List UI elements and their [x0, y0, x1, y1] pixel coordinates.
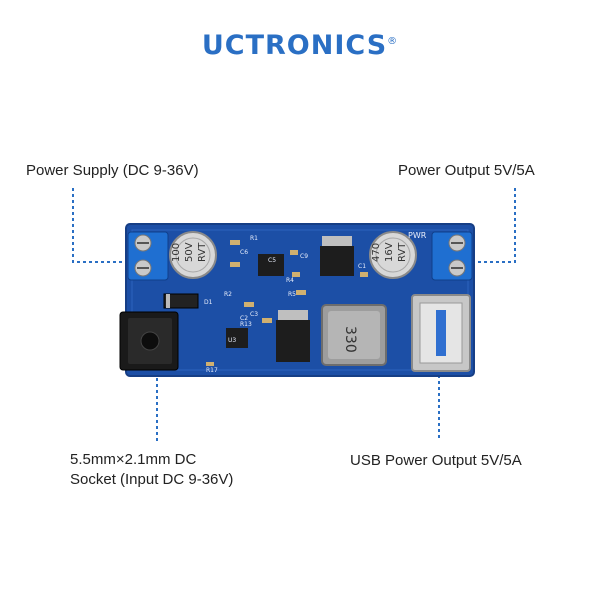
ref-designator: R5 — [288, 291, 296, 298]
leader-power-supply — [72, 188, 128, 263]
cap2-label-2: 16V — [384, 242, 395, 262]
label-dc-socket-line1: 5.5mm×2.1mm DC — [70, 451, 197, 468]
capacitor-2: 470 16V RVT — [369, 231, 417, 279]
ref-designator: C1 — [358, 263, 366, 270]
cap1-label-1: 100 — [171, 243, 182, 262]
input-terminal — [127, 231, 169, 281]
ref-designator: D1 — [204, 299, 213, 306]
cap1-label-2: 50V — [184, 242, 195, 262]
label-dc-socket-line2: Socket (Input DC 9-36V) — [70, 471, 234, 488]
pcb-board: 100 50V RVT 470 16V RVT PWR — [119, 223, 475, 377]
inductor: 330 — [321, 304, 387, 366]
ref-designator: C3 — [250, 311, 258, 318]
ref-designator: U3 — [228, 337, 236, 344]
ref-designator: R2 — [224, 291, 232, 298]
ref-designator: R1 — [250, 235, 258, 242]
mosfet-bottom — [276, 310, 310, 362]
label-usb-output: USB Power Output 5V/5A — [350, 452, 522, 469]
brand-name: UCTRONICS — [201, 30, 388, 61]
ref-designator: C2 — [240, 315, 248, 322]
pwr-label: PWR — [408, 231, 427, 240]
mosfet-top — [320, 236, 354, 276]
output-terminal — [431, 231, 473, 281]
ref-designator: R4 — [286, 277, 294, 284]
ref-designator: C5 — [268, 257, 276, 264]
ref-designator: R17 — [206, 367, 218, 374]
cap2-label-3: RVT — [397, 242, 408, 262]
cap1-label-3: RVT — [197, 242, 208, 262]
ic-u3 — [226, 328, 248, 348]
diode-d1 — [163, 293, 199, 309]
registered-mark: ® — [387, 36, 399, 47]
label-power-supply: Power Supply (DC 9-36V) — [26, 162, 199, 179]
brand-logo: UCTRONICS® — [0, 30, 600, 61]
usb-port — [411, 294, 471, 372]
ref-designator: R13 — [240, 321, 252, 328]
ref-designator: C9 — [300, 253, 308, 260]
smd-parts — [206, 240, 368, 366]
dc-barrel-jack — [119, 311, 179, 371]
inductor-label: 330 — [342, 326, 358, 353]
cap2-label-1: 470 — [371, 243, 382, 262]
ref-designator: C6 — [240, 249, 248, 256]
label-power-output: Power Output 5V/5A — [398, 162, 535, 179]
capacitor-1: 100 50V RVT — [169, 231, 217, 279]
ic-small-1 — [258, 254, 284, 276]
leader-power-output — [478, 188, 516, 263]
